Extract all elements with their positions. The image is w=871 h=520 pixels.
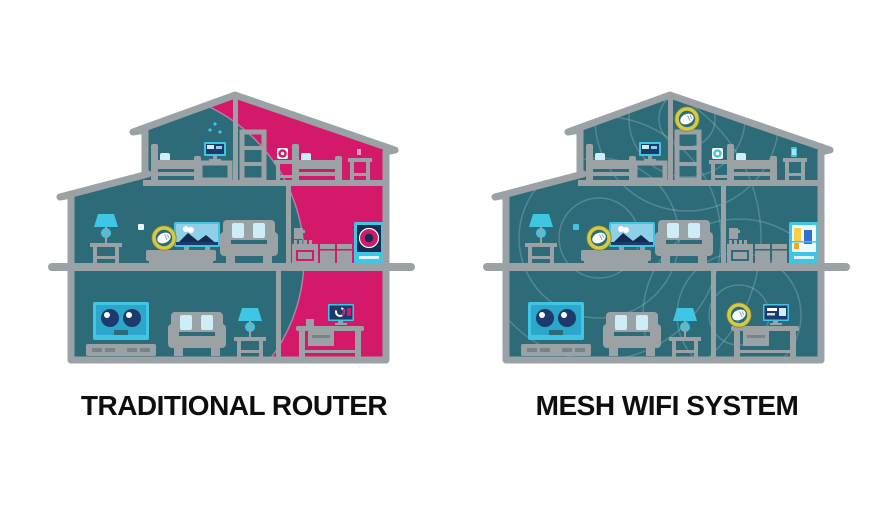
right-house-label: MESH WIFI SYSTEM — [535, 390, 799, 421]
tv-icon — [609, 222, 655, 250]
tv-icon — [174, 222, 220, 250]
mesh-wifi-house-diagram — [483, 91, 850, 364]
computer-streaming-icon — [763, 304, 789, 325]
attic-floor — [578, 180, 824, 186]
kitchen-cabinets-icon — [320, 244, 352, 266]
house-structure — [48, 91, 415, 364]
computer-loading-icon — [328, 304, 354, 325]
stove-icon — [727, 240, 753, 266]
coffee-maker-icon — [729, 228, 740, 239]
office-wall — [276, 269, 281, 361]
signal-dots — [208, 122, 222, 134]
thermostat-icon — [573, 224, 579, 230]
main-floor — [483, 263, 850, 271]
stereo-console-icon — [86, 302, 156, 356]
wifi-router-icon — [150, 224, 178, 252]
alarm-clock-icon — [710, 146, 725, 161]
mesh-node-icon — [585, 224, 613, 252]
traditional-router-house-diagram — [48, 91, 415, 364]
mug-icon — [306, 319, 314, 326]
house-structure — [483, 91, 850, 364]
left-house-label: TRADITIONAL ROUTER — [80, 390, 388, 421]
stove-icon — [292, 240, 318, 266]
smart-fridge-online-icon — [789, 222, 819, 266]
attic-floor — [143, 180, 389, 186]
kitchen-cabinets-icon — [755, 244, 787, 266]
mesh-node-icon — [725, 301, 753, 329]
main-floor — [48, 263, 415, 271]
alarm-clock-icon — [275, 146, 290, 161]
kitchen-wall — [721, 184, 726, 266]
office-wall — [711, 269, 716, 361]
stereo-console-icon — [521, 302, 591, 356]
thermostat-icon — [138, 224, 144, 230]
kitchen-wall — [286, 184, 291, 266]
attic-wall — [233, 98, 238, 182]
smart-fridge-offline-icon — [354, 222, 384, 266]
attic-wall — [668, 98, 673, 182]
mesh-node-icon — [673, 105, 701, 133]
phone-icon — [356, 147, 362, 157]
phone-icon — [791, 147, 797, 157]
coffee-maker-icon — [294, 228, 305, 239]
